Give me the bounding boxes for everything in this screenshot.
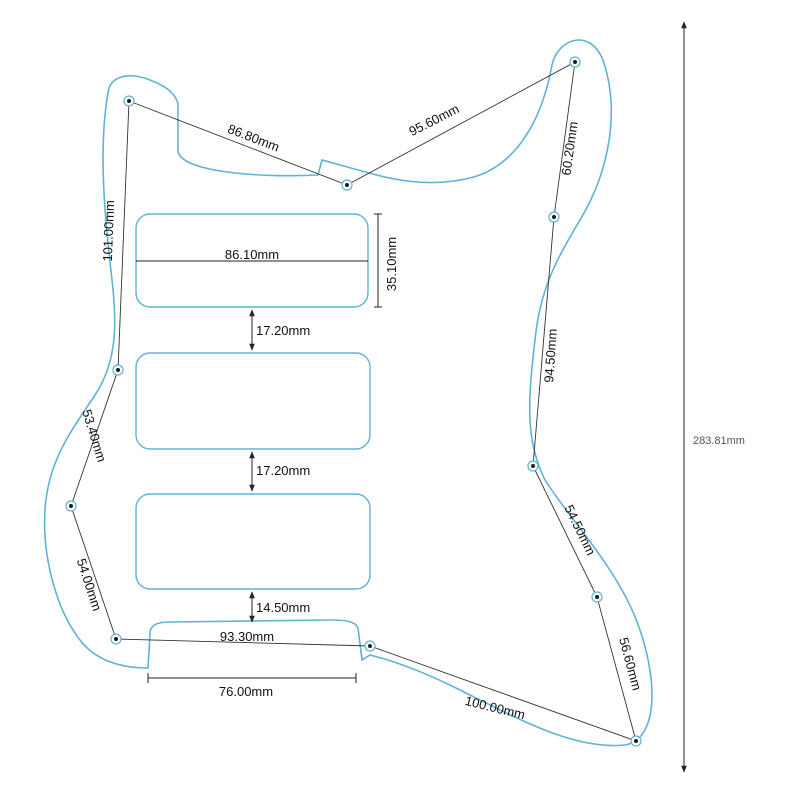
screw-hole	[112, 364, 124, 376]
dim-label-d3: 60.20mm	[558, 120, 580, 176]
dim-label-d11: 101.00mm	[100, 200, 117, 262]
dim-label-d10: 53.40mm	[79, 408, 109, 464]
screw-hole	[569, 56, 581, 68]
screw-hole	[123, 95, 135, 107]
bottom-notch-label: 76.00mm	[219, 684, 273, 699]
pickup-width-label: 86.10mm	[225, 247, 279, 262]
pickup-route-middle	[135, 352, 371, 450]
screw-hole	[341, 179, 353, 191]
screw-hole	[110, 633, 122, 645]
pickguard-outline	[43, 39, 653, 747]
dim-label-d2: 95.60mm	[406, 101, 461, 139]
screw-hole	[65, 500, 77, 512]
dim-label-d5: 54.50mm	[561, 502, 598, 557]
dim-label-d9: 54.00mm	[74, 557, 105, 613]
dim-label-d7: 100.00mm	[463, 693, 526, 722]
screw-hole	[548, 211, 560, 223]
dim-label-d1: 86.80mm	[226, 121, 282, 154]
screw-holes	[65, 56, 642, 747]
overall-height-label: 283.81mm	[693, 435, 745, 447]
screw-hole	[527, 460, 539, 472]
dim-label-d8: 93.30mm	[220, 629, 274, 644]
dim-label-d4: 94.50mm	[541, 328, 560, 383]
screw-hole	[364, 640, 376, 652]
screw-hole	[591, 591, 603, 603]
screw-hole	[630, 735, 642, 747]
pickup-height-label: 35.10mm	[384, 237, 399, 291]
screw-hole-path	[70, 61, 637, 742]
gap2-label: 17.20mm	[256, 463, 310, 478]
gap3-label: 14.50mm	[256, 600, 310, 615]
gap1-label: 17.20mm	[256, 323, 310, 338]
pickup-route-bridge	[135, 493, 371, 590]
